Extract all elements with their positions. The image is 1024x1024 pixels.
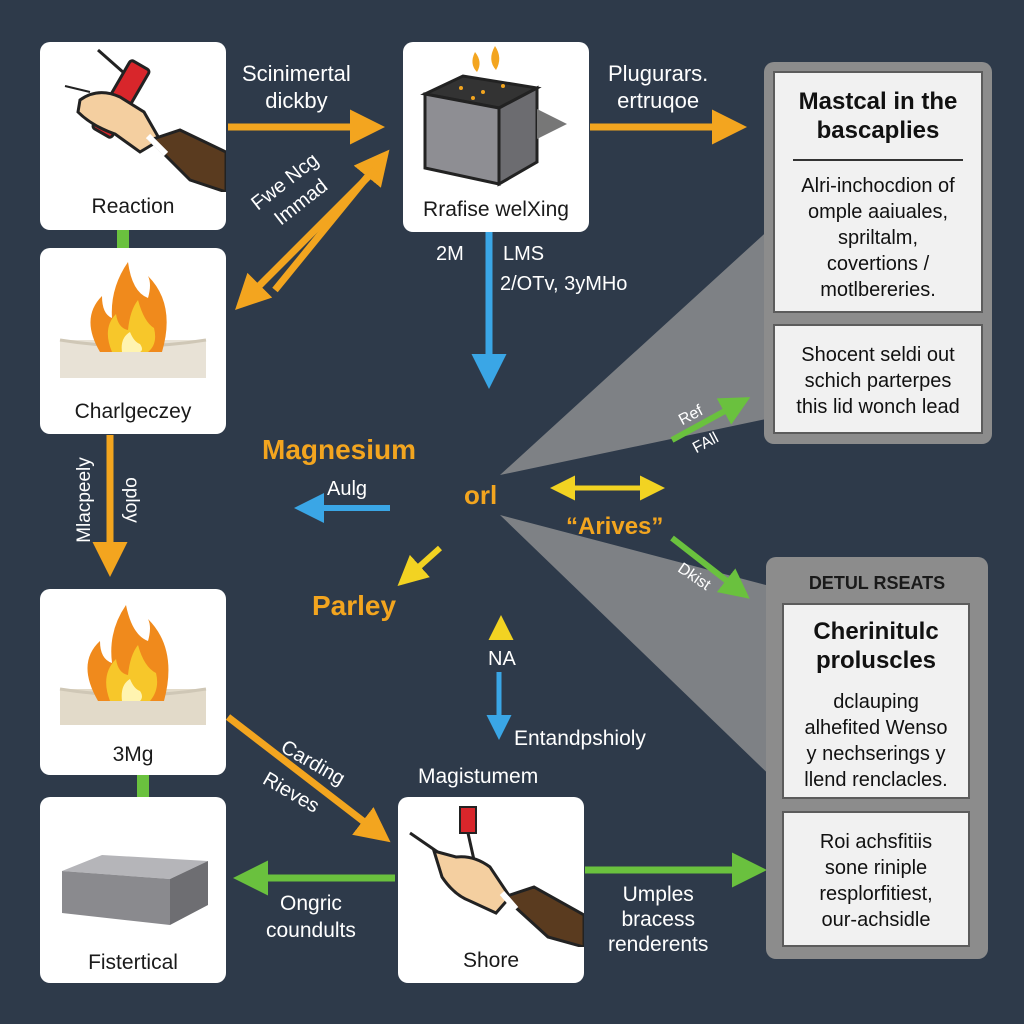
panel-top-body-line-3: spriltalm, [837, 227, 918, 249]
panel-bottom-body-line-1: dclauping [833, 691, 919, 713]
panel-bottom-title-line-2: proluscles [815, 647, 937, 674]
label-na: NA [488, 648, 516, 670]
panel-bottom-box2-line-1: Roi achsfitiis [819, 831, 933, 853]
card-label-shore: Shore [462, 949, 520, 972]
card-label-cube: Rrafise welXing [423, 198, 569, 221]
hand-tool-icon [64, 48, 226, 192]
label-ongric-line-2: coundults [266, 919, 356, 942]
flame-icon-2 [59, 605, 207, 725]
panel-bottom-box2-text: Roi achsfitiis sone riniple resplorfitie… [784, 829, 968, 933]
label-ongric-line-1: Ongric [280, 892, 342, 915]
panel-bottom-box2-line-2: sone riniple [824, 857, 928, 879]
label-magistumem: Magistumem [418, 765, 539, 788]
arrow-fire-to-hand [225, 714, 391, 843]
panel-bottom-box2-line-4: our-achsidle [821, 909, 931, 931]
arrow-parley [397, 545, 443, 587]
panel-top-box2-line-2: schich parterpes [804, 370, 952, 392]
label-cube-below-1: 2M [436, 243, 464, 265]
panel-top-body: Alri-inchocdion of omple aaiuales, spril… [775, 173, 981, 303]
connector-green-1 [117, 230, 129, 248]
callout-wedge-top [500, 215, 785, 475]
panel-bottom-title-line-1: Cherinitulc [813, 618, 939, 645]
panel-bottom-body-line-4: llend renclacles. [804, 769, 948, 791]
label-umples-line-3: renderents [608, 933, 709, 956]
card-label-slab: Fistertical [88, 951, 178, 974]
callout-wedge-bottom [500, 515, 785, 790]
panel-bottom-body-line-3: y nechserings y [806, 743, 946, 765]
label-vertical-left-1: Mlacpeely [74, 457, 95, 543]
label-arives: “Arives” [566, 513, 664, 540]
label-top-right-arrow-line-2: ertruqoe [617, 88, 700, 113]
card-slab: Fistertical [40, 797, 226, 983]
card-reaction: Reaction [40, 42, 226, 230]
label-aulg: Aulg [327, 478, 368, 500]
panel-bottom-title: Cherinitulc proluscles [784, 617, 968, 675]
panel-top-body-line-2: omple aaiuales, [807, 201, 949, 223]
flame-icon [59, 262, 207, 378]
label-cube-below-3: 2/OTv, 3yMHo [500, 273, 628, 295]
slab-icon [62, 855, 208, 925]
label-entandpshioly: Entandpshioly [514, 727, 646, 750]
connector-green-2 [137, 775, 149, 797]
panel-top-body-line-1: Alri-inchocdion of [801, 175, 955, 197]
label-parley: Parley [312, 590, 397, 621]
panel-top-title: Mastcal in the bascaplies [775, 87, 981, 145]
panel-bottom-box-2: Roi achsfitiis sone riniple resplorfitie… [782, 811, 970, 947]
panel-bottom-header: DETUL RSEATS [808, 573, 946, 593]
panel-bottom: DETUL RSEATS Cherinitulc proluscles dcla… [766, 557, 988, 959]
card-fire-1: Charlgeczey [40, 248, 226, 434]
panel-top-box2-line-1: Shocent seldi out [801, 344, 955, 366]
card-shore: Shore [398, 797, 584, 983]
panel-bottom-box-1: Cherinitulc proluscles dclauping alhefit… [782, 603, 970, 799]
panel-top-title-line-2: bascaplies [816, 117, 940, 144]
label-ongric: Ongric coundults [266, 890, 356, 944]
panel-top-body-line-4: covertions / [826, 253, 930, 275]
panel-bottom-body-line-2: alhefited Wenso [804, 717, 948, 739]
label-cube-below-2: LMS [503, 243, 545, 265]
label-umples-line-1: Umples [622, 883, 694, 906]
card-fire-2: 3Mg [40, 589, 226, 775]
arrow-diagonal-down [235, 167, 378, 310]
label-umples-line-2: bracess [621, 908, 695, 931]
card-cube: Rrafise welXing [403, 42, 589, 232]
label-top-left-arrow: Scinimertal dickby [242, 60, 351, 114]
label-top-right-arrow: Plugurars. ertruqoe [608, 60, 708, 114]
cube-icon [420, 46, 567, 187]
panel-top-body-line-5: motlbereries. [820, 279, 936, 301]
panel-top-box2-text: Shocent seldi out schich parterpes this … [775, 342, 981, 420]
label-top-left-arrow-line-2: dickby [265, 88, 328, 113]
label-orl: orl [464, 480, 498, 510]
arrow-dist [670, 535, 750, 599]
label-vertical-left-2: oploy [121, 477, 142, 523]
card-label-fire-2: 3Mg [112, 743, 154, 766]
label-top-left-arrow-line-1: Scinimertal [242, 61, 351, 86]
panel-bottom-body: dclauping alhefited Wenso y nechserings … [784, 689, 968, 793]
panel-top-box2-line-3: this lid wonch lead [796, 396, 960, 418]
panel-top-box-1: Mastcal in the bascaplies Alri-inchocdio… [773, 71, 983, 313]
panel-top: Mastcal in the bascaplies Alri-inchocdio… [764, 62, 992, 444]
card-label-fire-1: Charlgeczey [74, 400, 192, 423]
arrow-ref [670, 397, 751, 443]
panel-top-box-2: Shocent seldi out schich parterpes this … [773, 324, 983, 434]
panel-top-divider [793, 159, 963, 161]
label-umples: Umples bracess renderents [608, 882, 708, 957]
label-magnesium: Magnesium [262, 434, 417, 465]
label-top-right-arrow-line-1: Plugurars. [608, 61, 709, 86]
card-label-reaction: Reaction [91, 195, 175, 218]
panel-top-title-line-1: Mastcal in the [798, 88, 958, 115]
panel-bottom-box2-line-3: resplorfitiest, [819, 883, 933, 905]
hand-pointer-icon [409, 806, 584, 947]
